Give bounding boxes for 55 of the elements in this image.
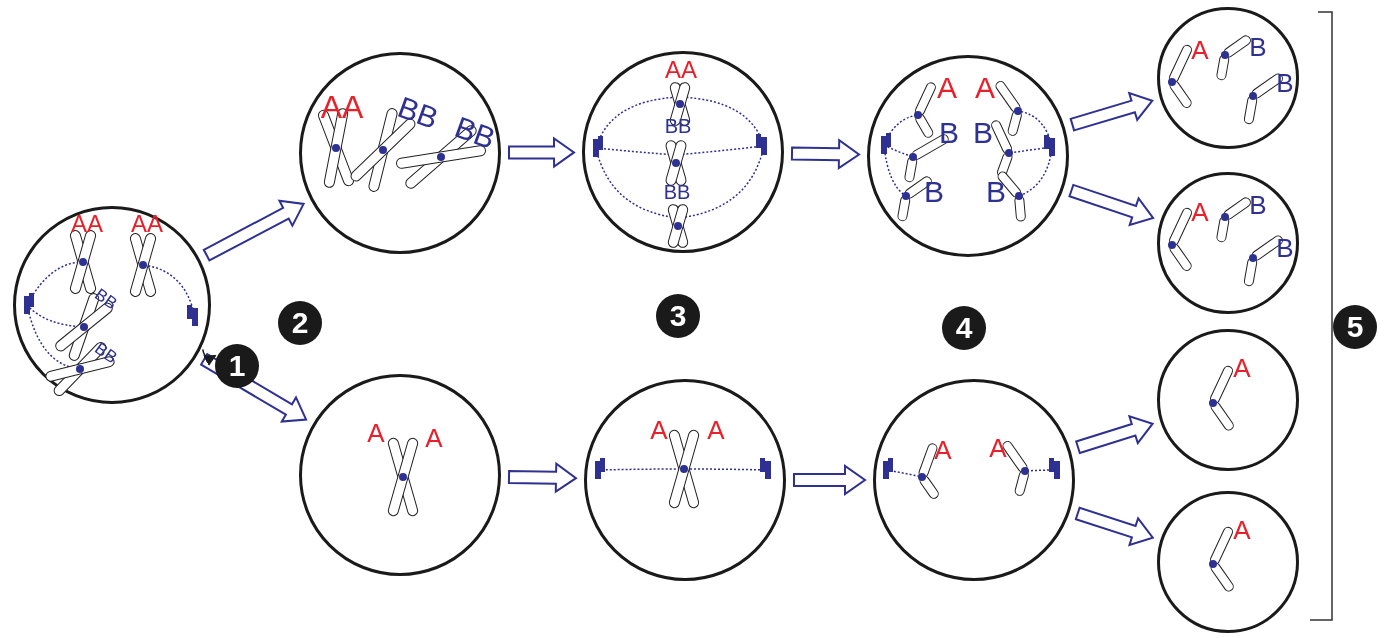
cell-circle: [873, 379, 1075, 581]
cell-circle: [1157, 329, 1299, 471]
allele-label: A: [975, 73, 995, 103]
allele-label: A: [1233, 355, 1251, 381]
block-arrow: [790, 138, 861, 171]
allele-label: B: [1276, 70, 1294, 96]
allele-label: B: [1276, 235, 1294, 261]
cell-circle: [584, 379, 786, 581]
step-number-badge: 3: [656, 294, 700, 338]
step-number-badge: 4: [942, 306, 986, 350]
block-arrow: [1074, 506, 1155, 547]
allele-label: BB: [91, 285, 121, 313]
allele-label: A: [1191, 37, 1209, 63]
block-arrow: [1069, 91, 1154, 132]
allele-label: A: [1191, 199, 1209, 225]
cell-circle: [299, 374, 501, 576]
allele-label: BB: [91, 339, 121, 367]
allele-label: A: [989, 435, 1007, 461]
allele-label: AA: [320, 91, 364, 123]
cell-circle: [1157, 172, 1299, 314]
allele-label: A: [934, 437, 952, 463]
allele-label: A: [367, 420, 385, 446]
block-arrow: [202, 199, 306, 262]
block-arrow: [507, 461, 578, 494]
allele-label: AA: [131, 212, 163, 236]
allele-label: B: [924, 177, 944, 207]
allele-label: B: [973, 118, 993, 148]
allele-label: AA: [71, 212, 103, 236]
allele-label: B: [939, 118, 959, 148]
block-arrow: [1068, 183, 1155, 227]
step-number-badge: 5: [1333, 305, 1377, 349]
cell-circle: [1157, 7, 1299, 149]
block-arrow: [793, 464, 867, 496]
allele-label: B: [1249, 34, 1267, 60]
allele-label: A: [707, 417, 725, 443]
step-number-badge: 1: [215, 344, 259, 388]
allele-label: A: [425, 425, 443, 451]
allele-label: B: [1249, 192, 1267, 218]
allele-label: A: [937, 73, 957, 103]
step-number-badge: 2: [278, 301, 322, 345]
cell-circle: [582, 51, 784, 253]
allele-label: AA: [665, 58, 697, 82]
allele-label: BB: [394, 92, 442, 134]
allele-label: BB: [451, 112, 499, 154]
cell-circle: [1157, 491, 1299, 633]
cell-circle: [13, 206, 211, 404]
block-arrow: [1074, 414, 1155, 455]
allele-label: BB: [663, 182, 691, 202]
cell-circle: [867, 55, 1069, 257]
allele-label: A: [650, 417, 668, 443]
allele-label: A: [1233, 517, 1251, 543]
block-arrow: [508, 136, 576, 169]
cell-circle: [299, 52, 501, 254]
allele-label: B: [986, 177, 1006, 207]
arrow: [202, 348, 217, 366]
